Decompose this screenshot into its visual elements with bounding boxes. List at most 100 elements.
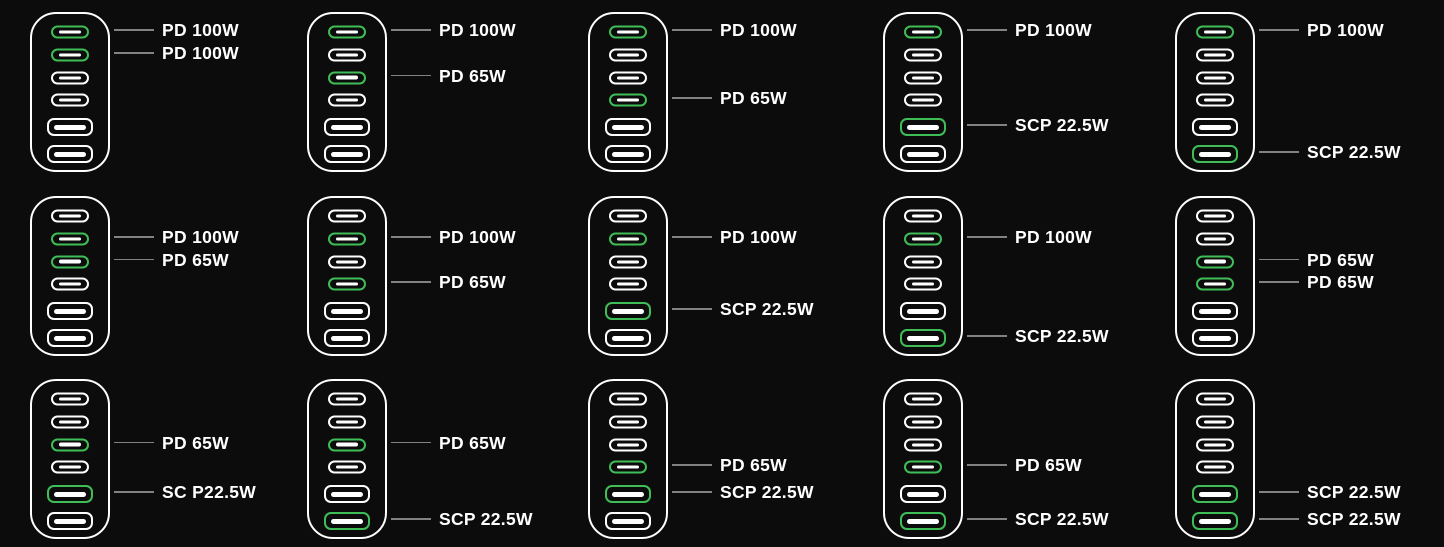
usb-a-port-6 <box>900 145 946 163</box>
port-power-label: SCP 22.5W <box>1015 115 1109 135</box>
usb-c-port-2 <box>51 415 89 429</box>
usb-c-port-3 <box>51 71 89 84</box>
usb-a-port-5 <box>324 302 370 320</box>
port-pin <box>1204 76 1226 79</box>
port-pin <box>912 260 934 263</box>
port-pin <box>336 53 358 57</box>
port-power-label: PD 100W <box>162 20 239 40</box>
callout-line <box>391 236 431 238</box>
usb-a-port-6 <box>900 512 946 530</box>
usb-c-port-1 <box>904 209 942 223</box>
port-power-label: PD 100W <box>439 227 516 247</box>
usb-a-port-6 <box>605 145 651 163</box>
port-power-label: SCP 22.5W <box>1307 482 1401 502</box>
usb-c-port-4 <box>904 460 942 474</box>
port-power-label: PD 65W <box>439 272 506 292</box>
port-pin <box>1199 308 1231 314</box>
usb-a-port-5 <box>1192 118 1238 136</box>
usb-c-port-2 <box>51 232 89 246</box>
usb-c-port-3 <box>328 438 366 451</box>
charger-diagram: PD 100W SCP 22.5W <box>867 0 1156 182</box>
usb-c-port-3 <box>51 438 89 451</box>
port-pin <box>59 282 81 286</box>
port-power-label: PD 100W <box>720 20 797 40</box>
port-pin <box>1204 98 1226 102</box>
port-power-label: PD 65W <box>439 432 506 453</box>
port-pin <box>1199 518 1231 524</box>
charger-body <box>1175 379 1255 539</box>
usb-c-port-3 <box>1196 255 1234 268</box>
usb-a-port-5 <box>47 118 93 136</box>
usb-a-port-6 <box>1192 329 1238 347</box>
port-pin <box>331 124 363 130</box>
usb-c-port-3 <box>1196 438 1234 451</box>
usb-c-port-4 <box>609 460 647 474</box>
port-pin <box>1199 124 1231 130</box>
port-pin <box>331 335 363 341</box>
usb-a-port-6 <box>1192 145 1238 163</box>
usb-a-port-6 <box>605 512 651 530</box>
port-pin <box>1204 214 1226 218</box>
port-pin <box>1204 443 1226 446</box>
usb-a-port-5 <box>47 302 93 320</box>
port-pin <box>1199 151 1231 157</box>
usb-c-port-4 <box>51 460 89 474</box>
port-power-label: PD 65W <box>1307 272 1374 292</box>
usb-c-port-4 <box>328 93 366 107</box>
callout-line <box>672 236 712 238</box>
port-pin <box>54 151 86 157</box>
port-power-label: SC P22.5W <box>162 482 257 502</box>
port-pin <box>907 335 939 341</box>
callout-line <box>967 236 1007 238</box>
port-pin <box>1204 420 1226 424</box>
port-power-label: PD 65W <box>1015 455 1082 475</box>
usb-c-port-3 <box>51 255 89 268</box>
charger-body <box>307 196 387 356</box>
port-power-label: PD 100W <box>1015 20 1092 40</box>
port-pin <box>54 308 86 314</box>
usb-c-port-3 <box>609 438 647 451</box>
usb-a-port-5 <box>900 118 946 136</box>
charger-body <box>307 379 387 539</box>
usb-c-port-2 <box>328 48 366 62</box>
charger-diagram: PD 65W SCP 22.5W <box>289 365 578 547</box>
port-pin <box>59 420 81 424</box>
usb-a-port-5 <box>1192 485 1238 503</box>
port-power-label: SCP 22.5W <box>1015 326 1109 346</box>
callout-line <box>672 308 712 310</box>
charger-body <box>883 196 963 356</box>
port-pin <box>617 282 639 286</box>
port-power-label: PD 65W <box>1307 249 1374 270</box>
callout-line <box>1259 281 1299 283</box>
port-pin <box>612 151 644 157</box>
port-pin <box>912 53 934 57</box>
charger-diagram: PD 100W PD 65W <box>289 183 578 365</box>
usb-c-port-1 <box>904 392 942 406</box>
port-power-label: SCP 22.5W <box>439 509 533 529</box>
callout-line <box>1259 518 1299 520</box>
port-pin <box>617 443 639 446</box>
charger-body <box>30 12 110 172</box>
port-pin <box>617 76 639 79</box>
port-pin <box>1204 397 1226 401</box>
port-pin <box>336 98 358 102</box>
port-pin <box>1204 53 1226 57</box>
usb-a-port-5 <box>900 485 946 503</box>
usb-c-port-1 <box>51 25 89 39</box>
callout-line <box>967 335 1007 337</box>
port-power-label: SCP 22.5W <box>1307 509 1401 529</box>
charger-body <box>588 379 668 539</box>
usb-c-port-2 <box>904 48 942 62</box>
callout-line <box>672 97 712 99</box>
port-pin <box>59 76 81 79</box>
port-power-label: PD 100W <box>162 227 239 247</box>
port-pin <box>59 98 81 102</box>
callout-line <box>114 491 154 493</box>
usb-c-port-2 <box>328 232 366 246</box>
port-pin <box>617 465 639 469</box>
port-pin <box>912 98 934 102</box>
usb-c-port-1 <box>1196 25 1234 39</box>
